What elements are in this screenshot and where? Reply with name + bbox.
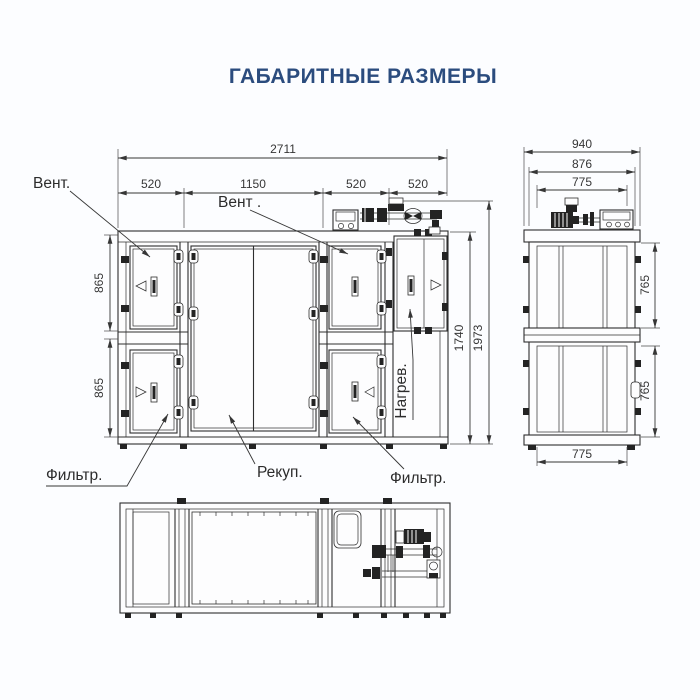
label-fan-center: Вент . [218,194,261,211]
plan-piping-assembly [363,529,443,579]
pump-icon [404,529,424,544]
side-pump-assembly [551,197,600,228]
airflow-triangle-icon [364,386,375,398]
front-dimensions: 2711 520 1150 520 520 865 865 [92,142,493,445]
plan-inspection-window [333,510,362,549]
front-door-filter-right [320,349,387,434]
side-top-rail [523,229,641,243]
dim-front-seg4: 520 [408,177,428,191]
dim-front-total: 2711 [270,142,296,156]
valve-icon [372,545,386,558]
front-feet [120,444,447,449]
side-base [523,434,641,446]
dim-side-w1: 940 [572,137,592,151]
airflow-triangle-icon [135,280,147,292]
front-panel-heater [386,229,448,334]
dim-side-h-lower: 765 [638,381,652,401]
front-view: 2711 520 1150 520 520 865 865 [33,142,493,487]
pump-icon [388,204,404,211]
front-door-recuperator [188,245,319,432]
plan-view [119,498,451,618]
dim-side-h-upper: 765 [638,275,652,295]
front-piping-assembly [360,197,442,235]
plan-recuperator-panel [191,511,317,605]
front-door-fan-left [121,245,184,330]
dim-front-upper: 865 [92,273,106,293]
pump-icon [551,212,573,228]
airflow-triangle-icon [430,279,442,291]
label-filter-right: Фильтр. [390,470,446,487]
label-filter-left: Фильтр. [46,467,102,484]
dim-side-w-bottom: 775 [572,447,592,461]
side-control-box [599,209,634,230]
plan-feet [125,613,446,618]
label-fan-left: Вент. [33,175,70,192]
dim-front-seg3: 520 [346,177,366,191]
side-view: 940 876 775 765 765 775 [523,137,660,466]
dim-front-h1: 1740 [452,324,466,351]
dim-front-h2: 1973 [471,324,485,351]
front-door-fan-center [320,245,387,330]
front-door-filter-left [121,349,184,434]
label-recuperator: Рекуп. [257,464,303,481]
airflow-triangle-icon [135,386,147,398]
valve-icon [564,197,579,206]
dim-front-lower: 865 [92,378,106,398]
valve-icon [388,197,404,205]
valve-handle-icon [363,569,371,577]
front-labels: Вент. Вент . Нагрев. Фильтр. Рекуп. Филь… [33,175,446,487]
dim-side-w3: 775 [572,175,592,189]
side-hinges [523,256,641,415]
side-dimensions: 940 876 775 765 765 775 [523,137,660,466]
dim-side-w2: 876 [572,157,592,171]
dim-front-seg1: 520 [141,177,161,191]
dim-front-seg2: 1150 [240,177,266,191]
front-control-box [332,209,359,231]
page-title: ГАБАРИТНЫЕ РАЗМЕРЫ [229,65,497,88]
label-heater: Нагрев. [393,363,410,418]
